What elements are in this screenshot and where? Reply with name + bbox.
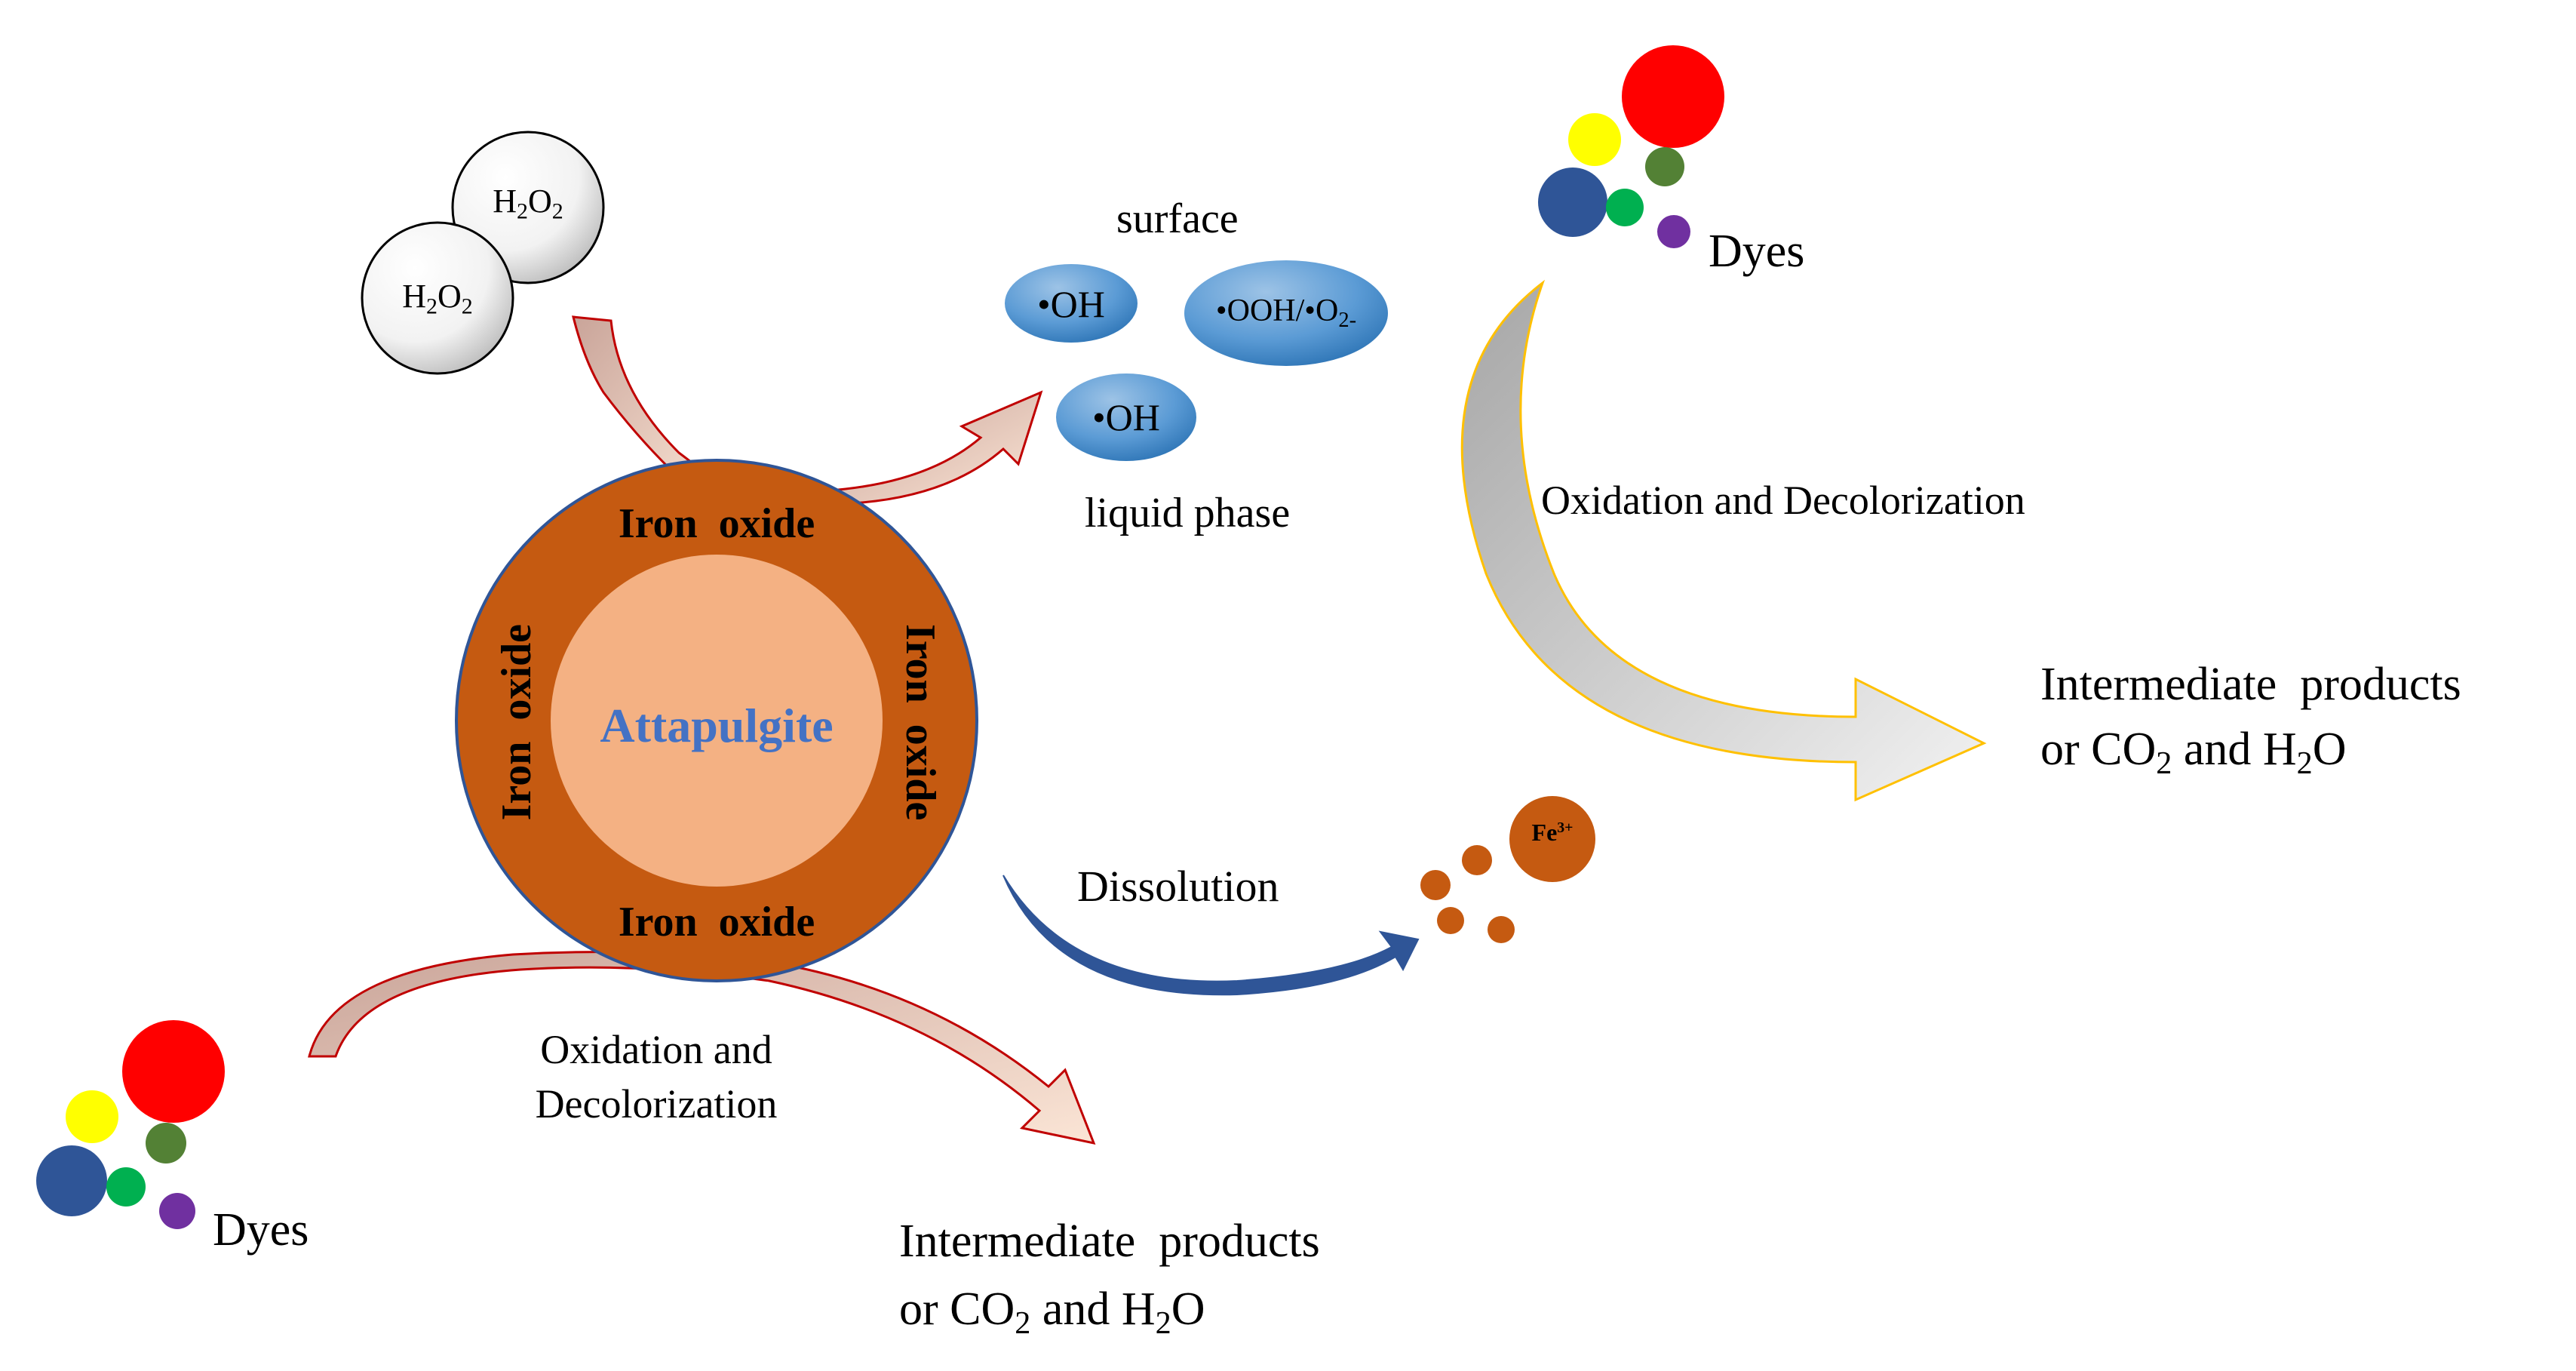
right-products-line2: or CO2 and H2O	[2040, 724, 2347, 781]
bottom-oxidation-arrow	[308, 951, 1096, 1145]
dissolution-arrow	[1002, 875, 1420, 996]
attapulgite-core	[551, 555, 883, 887]
right-products-line1: Intermediate products	[2040, 659, 2461, 710]
dyes-label-bottom: Dyes	[213, 1204, 309, 1256]
liquid-phase-label: liquid phase	[1085, 490, 1291, 536]
dissolution-label: Dissolution	[1077, 862, 1279, 911]
h2o2-bubble-bottom	[361, 221, 514, 375]
h2o2-label-bottom: H2O2	[402, 278, 473, 319]
ooh-radical-label: •OOH/•O2-	[1215, 294, 1357, 332]
oh-radical-top	[1005, 264, 1138, 343]
dyes-cluster-bottom	[36, 1020, 225, 1229]
dyes-label-top: Dyes	[1709, 226, 1805, 277]
iron-oxide-label-left: Iron oxide	[493, 624, 540, 821]
fe3-label: Fe3+	[1531, 819, 1574, 846]
bottom-oxidation-label-line2: Decolorization	[535, 1081, 778, 1127]
oh-radical-bottom-label: •OH	[1092, 396, 1160, 438]
iron-oxide-label-bottom: Iron oxide	[618, 899, 815, 945]
attapulgite-label: Attapulgite	[600, 699, 834, 752]
iron-oxide-label-top: Iron oxide	[618, 500, 815, 547]
bottom-products-line2: or CO2 and H2O	[899, 1283, 1205, 1341]
radical-generation-arrow	[828, 390, 1043, 506]
ooh-radical	[1184, 260, 1388, 366]
bottom-oxidation-label-line1: Oxidation and	[540, 1027, 772, 1072]
bottom-products-line1: Intermediate products	[899, 1216, 1320, 1267]
oh-radical-top-label: •OH	[1037, 283, 1105, 325]
right-oxidation-label: Oxidation and Decolorization	[1541, 478, 2025, 523]
fe-particles	[1420, 796, 1595, 943]
right-oxidation-arrow	[1460, 279, 1987, 802]
oh-radical-bottom	[1056, 373, 1196, 461]
h2o2-label-top: H2O2	[493, 183, 563, 224]
dyes-cluster-top	[1538, 45, 1724, 248]
iron-oxide-label-right: Iron oxide	[897, 624, 944, 821]
surface-label: surface	[1116, 195, 1239, 242]
